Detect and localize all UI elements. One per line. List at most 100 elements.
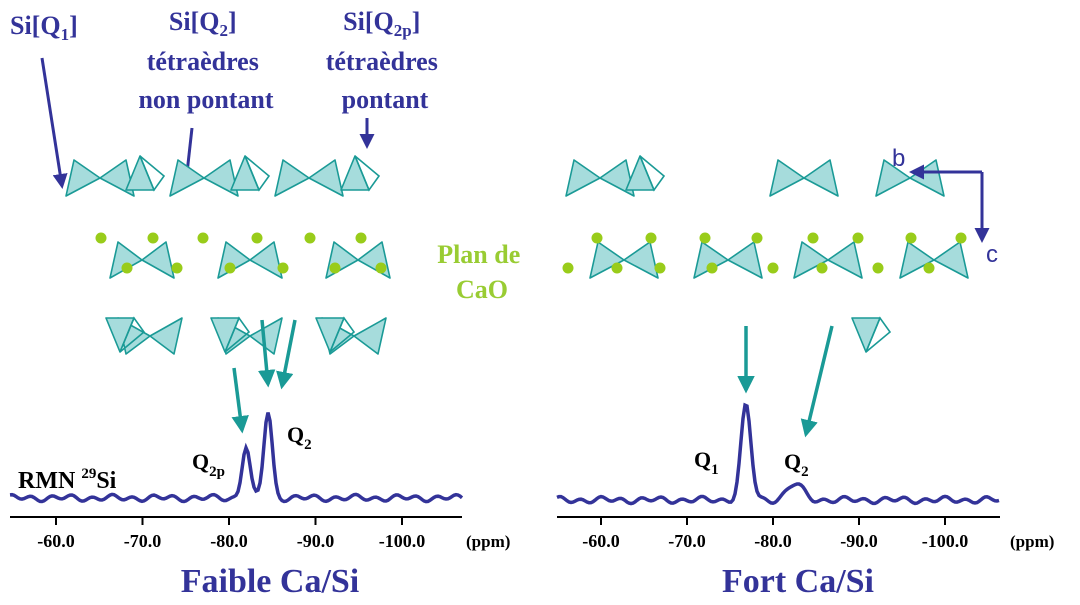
label-rmn-29si: RMN 29Si bbox=[18, 466, 117, 494]
ca-atom bbox=[171, 262, 183, 274]
tetrahedron bbox=[589, 241, 625, 279]
left-axis-unit: (ppm) bbox=[466, 532, 510, 551]
tetrahedron bbox=[623, 241, 659, 279]
right-silicate-structure bbox=[562, 155, 969, 353]
ca-atom bbox=[251, 232, 263, 244]
ca-atom bbox=[591, 232, 603, 244]
ca-atom bbox=[277, 262, 289, 274]
tetrahedron bbox=[599, 159, 635, 197]
tetrahedron-edge bbox=[244, 155, 271, 192]
bridging-tetrahedron bbox=[125, 155, 155, 191]
axis-indicator: b c bbox=[892, 145, 998, 268]
right-peak-q1-label: Q1 bbox=[694, 447, 719, 478]
ca-atom bbox=[562, 262, 574, 274]
tick-label: -100.0 bbox=[922, 531, 969, 551]
ca-atom bbox=[872, 262, 884, 274]
tick-label: -80.0 bbox=[210, 531, 248, 551]
tetrahedron bbox=[65, 159, 101, 197]
tetrahedron bbox=[933, 241, 969, 279]
ca-atom bbox=[329, 262, 341, 274]
ca-atom bbox=[147, 232, 159, 244]
bridging-tetrahedron bbox=[340, 155, 370, 191]
ca-atom bbox=[121, 262, 133, 274]
tetrahedron bbox=[909, 159, 945, 197]
tetrahedron-edge bbox=[865, 316, 892, 353]
tetrahedron-edge bbox=[224, 316, 251, 353]
tick-label: -60.0 bbox=[37, 531, 75, 551]
tetrahedron-edge bbox=[139, 155, 166, 192]
tick-label: -90.0 bbox=[840, 531, 878, 551]
teal-arrow-q2-right bbox=[800, 325, 834, 438]
tetrahedron-edge bbox=[639, 155, 666, 192]
tetrahedron bbox=[274, 159, 310, 197]
right-spectrum-title: Fort Ca/Si bbox=[722, 563, 874, 600]
tetrahedron-edge bbox=[119, 316, 146, 353]
tick-label: -60.0 bbox=[582, 531, 620, 551]
tetrahedron bbox=[899, 241, 935, 279]
tetrahedron bbox=[99, 159, 135, 197]
left-peak-q2p-label: Q2p bbox=[192, 449, 225, 480]
tetrahedron bbox=[149, 317, 183, 355]
ca-atom bbox=[706, 262, 718, 274]
tetrahedron bbox=[793, 241, 829, 279]
ca-atom bbox=[923, 262, 935, 274]
bridging-tetrahedron bbox=[230, 155, 260, 191]
tick-label: -100.0 bbox=[379, 531, 426, 551]
tetrahedron bbox=[249, 241, 283, 279]
teal-arrow-q2p bbox=[231, 367, 249, 434]
left-x-ticks: -60.0-70.0-80.0-90.0-100.0 bbox=[37, 517, 425, 551]
ca-atom bbox=[767, 262, 779, 274]
right-nmr-spectrum: -60.0-70.0-80.0-90.0-100.0 Q1 Q2 (ppm) F… bbox=[556, 402, 1054, 600]
ca-atom bbox=[751, 232, 763, 244]
tetrahedron bbox=[827, 241, 863, 279]
tetrahedron bbox=[249, 317, 283, 355]
tick-label: -70.0 bbox=[668, 531, 706, 551]
label-si-q2p: Si[Q2p] tétraèdres pontant bbox=[326, 7, 445, 114]
tetrahedron bbox=[803, 159, 839, 197]
tetrahedron bbox=[353, 317, 387, 355]
ca-atom bbox=[355, 232, 367, 244]
ca-atom bbox=[905, 232, 917, 244]
bridging-tetrahedron bbox=[851, 317, 881, 353]
tetrahedron bbox=[357, 241, 391, 279]
left-spectrum-title: Faible Ca/Si bbox=[181, 563, 360, 600]
ca-atom bbox=[645, 232, 657, 244]
right-spectrum-curve bbox=[556, 402, 1000, 506]
left-nmr-spectrum: RMN 29Si -60.0-70.0-80.0-90.0-100.0 Q2p … bbox=[9, 412, 510, 600]
right-peak-q2-label: Q2 bbox=[784, 449, 809, 480]
ca-atom bbox=[807, 232, 819, 244]
bridging-tetrahedron bbox=[625, 155, 655, 191]
label-si-q1: Si[Q1] bbox=[10, 11, 78, 44]
left-silicate-structure bbox=[65, 155, 391, 355]
axis-c-label: c bbox=[986, 241, 998, 268]
tetrahedron-edge bbox=[354, 155, 381, 192]
tetrahedron bbox=[217, 241, 251, 279]
right-x-ticks: -60.0-70.0-80.0-90.0-100.0 bbox=[582, 517, 968, 551]
ca-atom bbox=[375, 262, 387, 274]
tetrahedron bbox=[141, 241, 175, 279]
ca-atom bbox=[654, 262, 666, 274]
tick-label: -70.0 bbox=[124, 531, 162, 551]
axis-b-label: b bbox=[892, 145, 905, 172]
ca-atom bbox=[224, 262, 236, 274]
right-axis-unit: (ppm) bbox=[1010, 532, 1054, 551]
ca-atom bbox=[699, 232, 711, 244]
tetrahedron bbox=[727, 241, 763, 279]
label-si-q2: Si[Q2] tétraèdres non pontant bbox=[138, 7, 273, 114]
ca-atom bbox=[95, 232, 107, 244]
tetrahedron bbox=[169, 159, 205, 197]
tetrahedron bbox=[565, 159, 601, 197]
teal-arrow-q2-b bbox=[276, 319, 297, 390]
ca-atom bbox=[304, 232, 316, 244]
tetrahedron bbox=[875, 159, 911, 197]
tetrahedron-edge bbox=[329, 316, 356, 353]
ca-atom bbox=[197, 232, 209, 244]
pointer-arrow-q1 bbox=[40, 57, 68, 189]
tetrahedron bbox=[308, 159, 344, 197]
teal-arrow-q2-a bbox=[257, 319, 276, 388]
tetrahedron bbox=[203, 159, 239, 197]
ca-atom bbox=[955, 232, 967, 244]
ca-atom bbox=[611, 262, 623, 274]
tetrahedron bbox=[325, 241, 359, 279]
